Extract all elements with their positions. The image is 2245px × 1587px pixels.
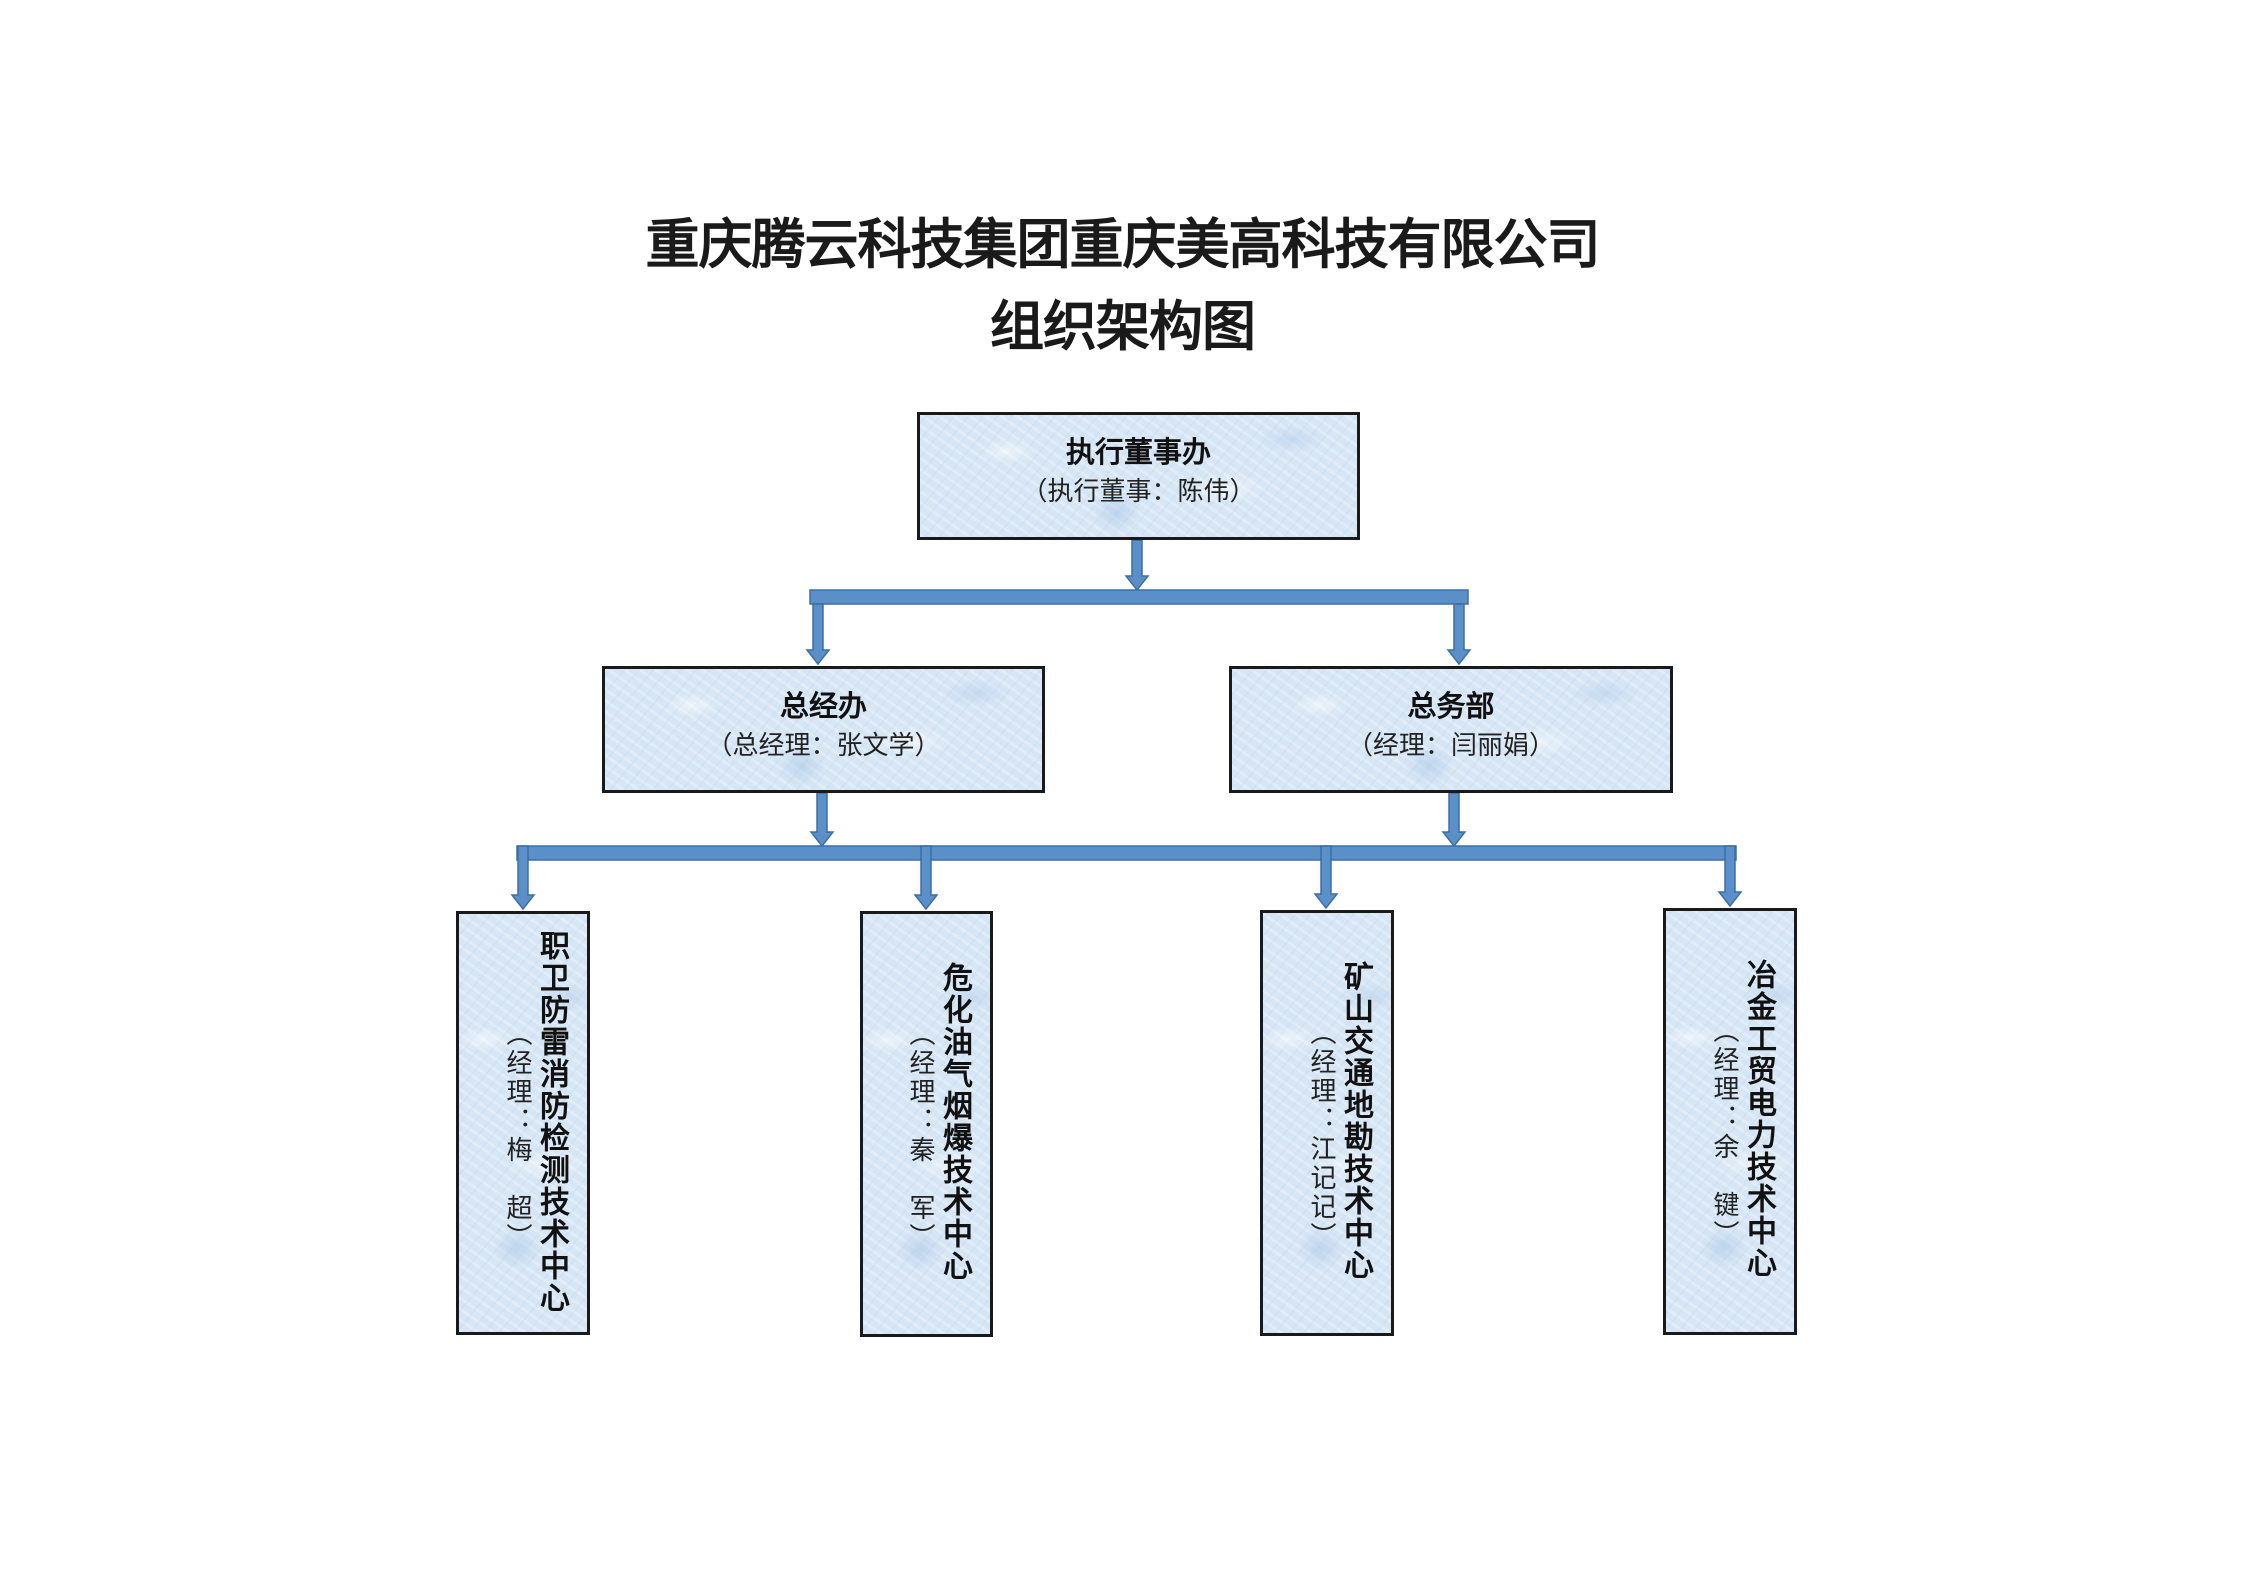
chart-subtitle: 组织架构图 [990, 294, 1256, 358]
node-hazchem-oilgas-center-head: （经理：秦 军） [905, 1020, 935, 1252]
node-metallurgy-power-center-head: （经理：余 键） [1709, 1017, 1739, 1249]
node-occupational-fire-center-head: （经理：梅 超） [502, 1020, 532, 1252]
node-executive-office-name: 执行董事办 [1065, 435, 1211, 469]
arrow-bus-to-center-1 [510, 845, 536, 911]
arrow-affairs-dept-to-bus [1441, 792, 1467, 848]
node-mining-transport-center-name: 矿山交通地勘技术中心 [1338, 961, 1373, 1281]
node-occupational-fire-center-name: 职卫防雷消防检测技术中心 [534, 930, 569, 1314]
bus-level3 [516, 845, 1737, 861]
node-general-affairs-dept-name: 总务部 [1407, 689, 1495, 723]
node-general-affairs-dept-head: （经理：闫丽娟） [1346, 731, 1555, 761]
node-general-manager-office-name: 总经办 [779, 689, 867, 723]
chart-title: 重庆腾云科技集团重庆美高科技有限公司 [645, 212, 1601, 276]
node-executive-office: 执行董事办 （执行董事：陈伟） [917, 412, 1360, 540]
arrow-bus-to-center-2 [913, 845, 939, 911]
node-executive-office-head: （执行董事：陈伟） [1021, 477, 1256, 507]
arrow-root-to-bus [1124, 539, 1150, 592]
node-general-manager-office-head: （总经理：张文学） [706, 731, 941, 761]
node-hazchem-oilgas-center-name: 危化油气烟爆技术中心 [937, 962, 972, 1282]
node-mining-transport-center: 矿山交通地勘技术中心 （经理：江记记） [1260, 910, 1394, 1336]
arrow-bus-to-center-4 [1717, 845, 1743, 908]
node-hazchem-oilgas-center: 危化油气烟爆技术中心 （经理：秦 军） [860, 911, 993, 1337]
arrow-bus-to-gm-office [805, 603, 831, 666]
bus-level2 [809, 589, 1469, 605]
arrow-bus-to-center-3 [1313, 845, 1339, 910]
node-general-affairs-dept: 总务部 （经理：闫丽娟） [1229, 666, 1673, 793]
node-occupational-fire-center: 职卫防雷消防检测技术中心 （经理：梅 超） [456, 911, 590, 1335]
node-metallurgy-power-center: 冶金工贸电力技术中心 （经理：余 键） [1663, 908, 1797, 1335]
node-general-manager-office: 总经办 （总经理：张文学） [602, 666, 1045, 793]
arrow-gm-office-to-bus [809, 792, 835, 848]
arrow-bus-to-affairs-dept [1446, 603, 1472, 666]
node-metallurgy-power-center-name: 冶金工贸电力技术中心 [1741, 959, 1776, 1279]
node-mining-transport-center-head: （经理：江记记） [1306, 1019, 1336, 1251]
